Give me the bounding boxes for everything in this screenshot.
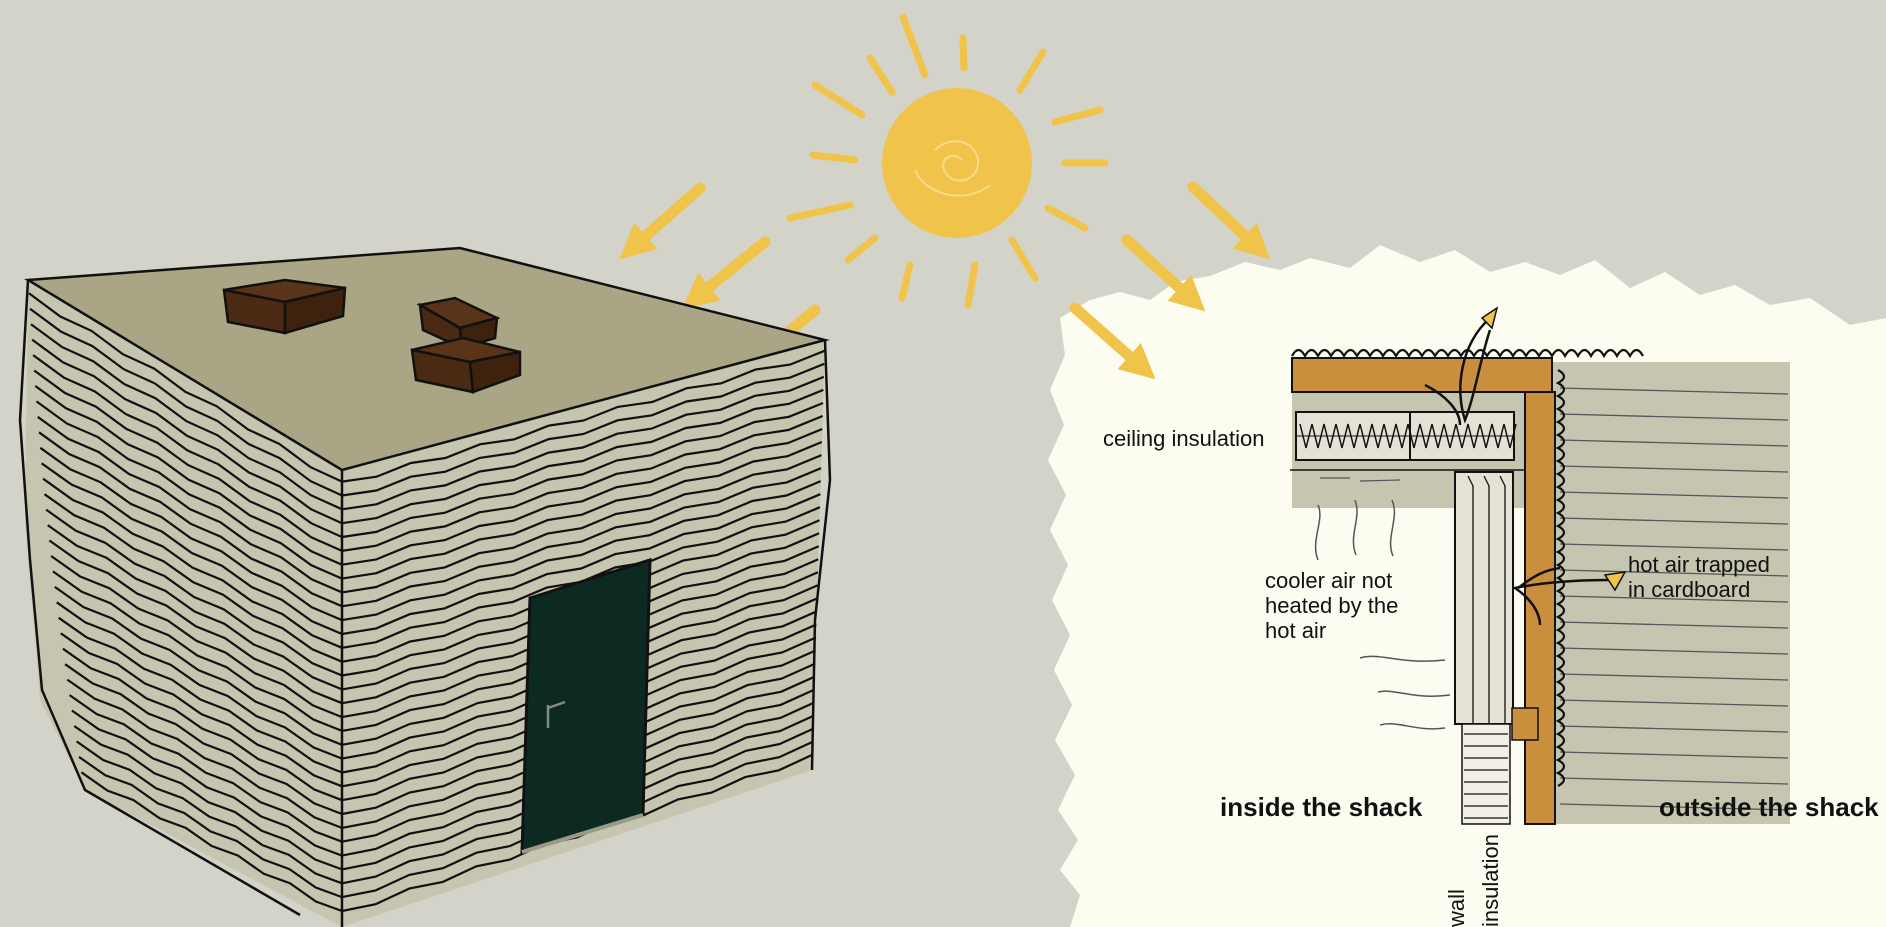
label-hot-air-line-1: hot air trapped xyxy=(1628,552,1770,577)
label-hot-air-line-2: in cardboard xyxy=(1628,577,1750,602)
label-wall-line-2: insulation xyxy=(1478,834,1503,927)
label-cooler-air-line-2: heated by the xyxy=(1265,593,1398,618)
ceiling-insulation-block xyxy=(1290,412,1525,481)
label-outside-the-shack: outside the shack xyxy=(1659,792,1879,823)
door xyxy=(522,560,650,852)
label-cooler-air-line-1: cooler air not xyxy=(1265,568,1392,593)
label-ceiling-insulation: ceiling insulation xyxy=(1103,426,1264,451)
label-wall-line-1: wall xyxy=(1444,889,1469,927)
label-inside-the-shack: inside the shack xyxy=(1220,792,1422,823)
shack-illustration xyxy=(20,248,830,927)
label-cooler-air-line-3: hot air xyxy=(1265,618,1326,643)
